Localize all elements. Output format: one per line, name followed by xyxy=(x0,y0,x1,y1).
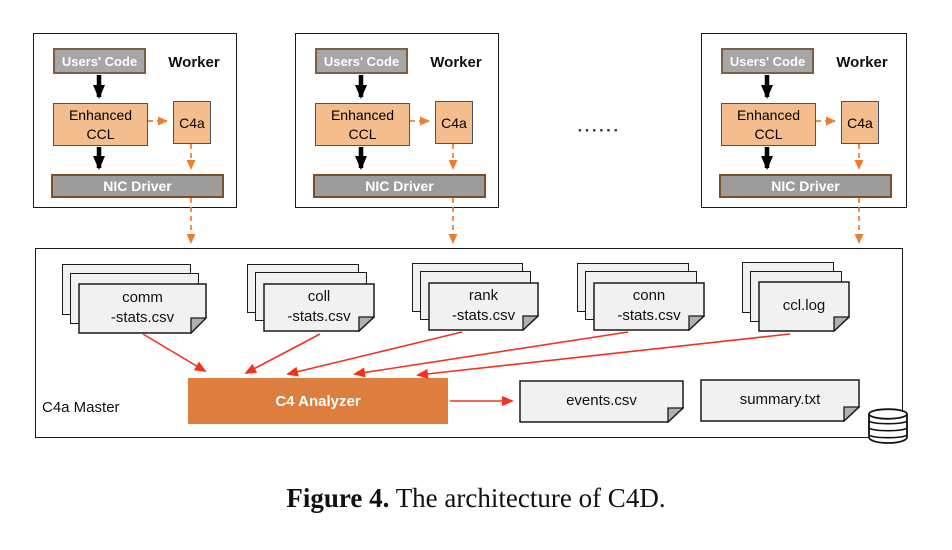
document-page-icon xyxy=(758,281,850,332)
users-code-box: Users' Code xyxy=(53,48,146,74)
c4a-box: C4a xyxy=(435,101,473,144)
file-stack-rank: rank -stats.csv xyxy=(412,263,539,331)
document-page-icon xyxy=(428,282,539,331)
document-page-icon xyxy=(519,380,684,423)
file-label: rank -stats.csv xyxy=(451,287,516,324)
c4-analyzer-box: C4 Analyzer xyxy=(188,378,448,424)
nic-driver-box: NIC Driver xyxy=(313,174,486,198)
more-workers-ellipsis: ······ xyxy=(577,121,621,140)
figure-caption: Figure 4. The architecture of C4D. xyxy=(0,483,952,514)
enhanced-ccl-box: Enhanced CCL xyxy=(53,103,148,146)
enhanced-ccl-box: Enhanced CCL xyxy=(721,103,816,146)
folded-corner-icon xyxy=(358,316,375,332)
users-code-box: Users' Code xyxy=(721,48,814,74)
folded-corner-icon xyxy=(190,317,207,334)
file-label: summary.txt xyxy=(739,390,821,408)
worker-title: Worker xyxy=(168,54,220,71)
document-page-icon xyxy=(593,282,705,331)
folded-corner-icon xyxy=(833,316,850,332)
enhanced-ccl-box: Enhanced CCL xyxy=(315,103,410,146)
c4a-box: C4a xyxy=(173,101,211,144)
document-page-icon xyxy=(263,283,375,332)
folded-corner-icon xyxy=(843,406,860,422)
output-doc-summary: summary.txt xyxy=(700,379,860,422)
caption-text: The architecture of C4D. xyxy=(395,483,666,513)
file-stack-ccllog: ccl.log xyxy=(742,262,850,332)
caption-label: Figure 4. xyxy=(286,483,390,513)
file-label: conn -stats.csv xyxy=(617,287,681,324)
worker-title: Worker xyxy=(836,54,888,71)
worker-title: Worker xyxy=(430,54,482,71)
folded-corner-icon xyxy=(667,407,684,423)
worker-box-3: Users' Code Worker Enhanced CCL C4a NIC … xyxy=(701,33,907,208)
file-label: events.csv xyxy=(566,391,637,409)
file-stack-coll: coll -stats.csv xyxy=(247,264,375,332)
worker-box-1: Users' Code Worker Enhanced CCL C4a NIC … xyxy=(33,33,237,208)
users-code-box: Users' Code xyxy=(315,48,408,74)
file-stack-conn: conn -stats.csv xyxy=(577,263,705,331)
master-label: C4a Master xyxy=(42,399,120,416)
worker-box-2: Users' Code Worker Enhanced CCL C4a NIC … xyxy=(295,33,499,208)
nic-driver-box: NIC Driver xyxy=(51,174,224,198)
document-page-icon xyxy=(78,283,207,334)
file-label: coll -stats.csv xyxy=(287,288,351,325)
document-page-icon xyxy=(700,379,860,422)
output-doc-events: events.csv xyxy=(519,380,684,423)
nic-driver-box: NIC Driver xyxy=(719,174,892,198)
file-label: comm -stats.csv xyxy=(110,289,175,326)
database-icon xyxy=(868,408,908,444)
folded-corner-icon xyxy=(688,315,705,331)
file-stack-comm: comm -stats.csv xyxy=(62,264,207,334)
folded-corner-icon xyxy=(522,315,539,331)
c4a-box: C4a xyxy=(841,101,879,144)
file-label: ccl.log xyxy=(782,296,826,314)
